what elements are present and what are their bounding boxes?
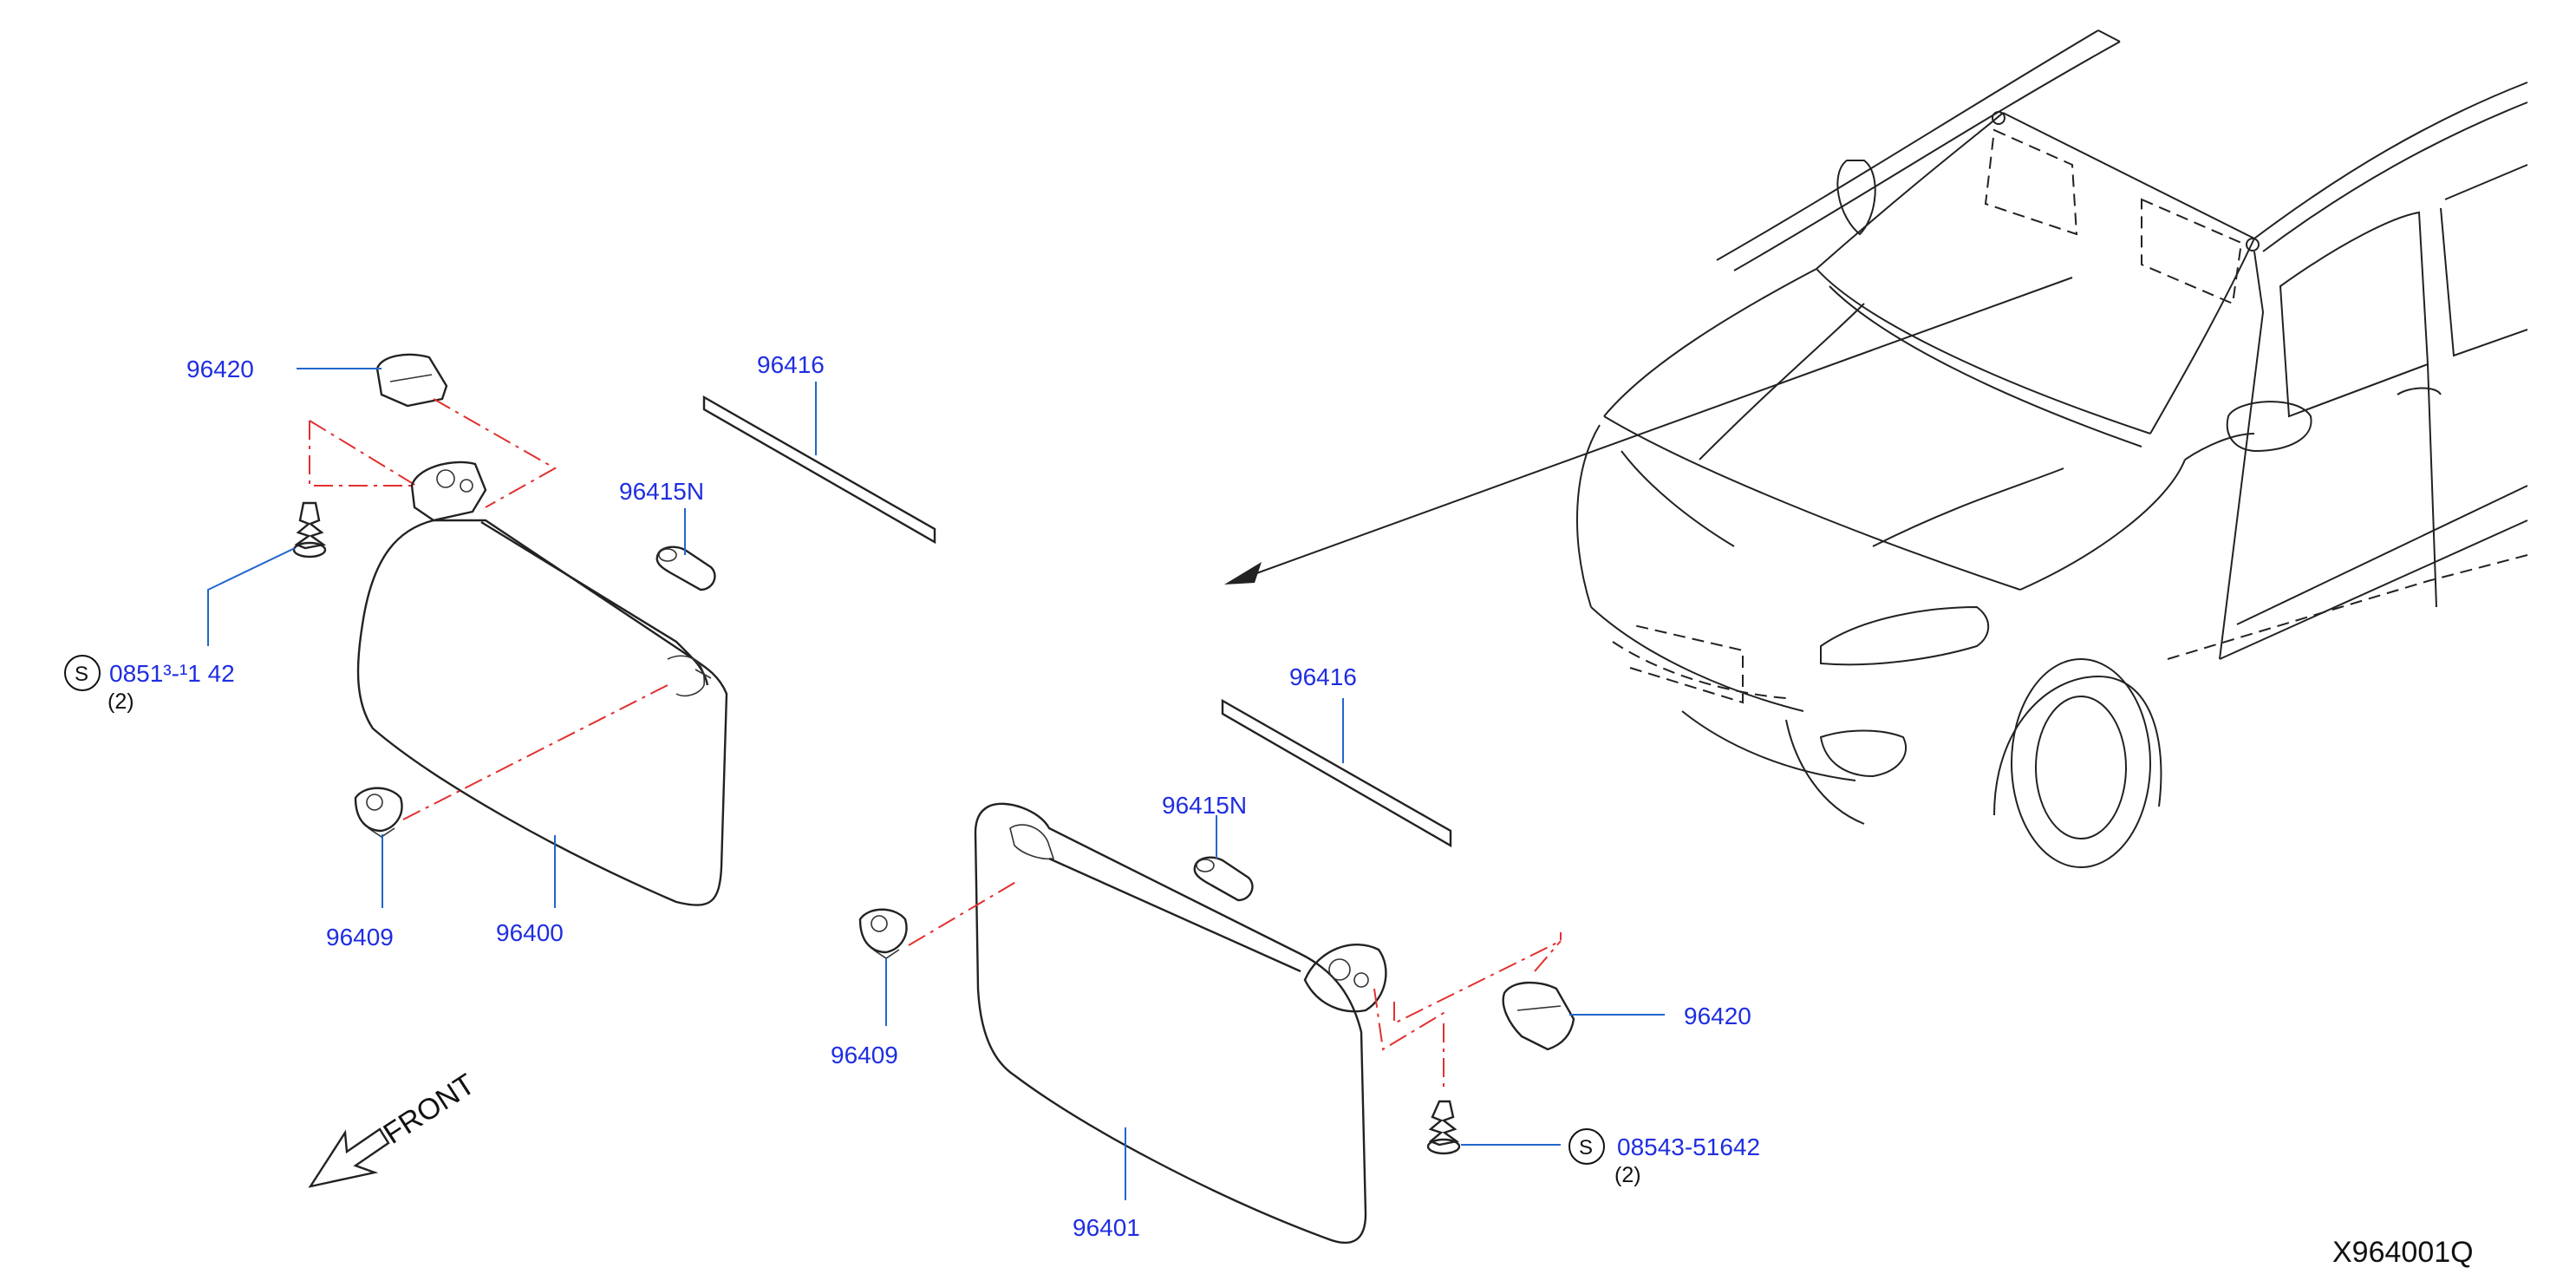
screw-left	[292, 501, 327, 559]
qty-screw-right: (2)	[1614, 1163, 1641, 1187]
label-96415n-right: 96415N	[1162, 792, 1247, 819]
strip-96416-right	[1221, 698, 1452, 848]
label-96409-right: 96409	[831, 1042, 898, 1068]
label-96415n-left: 96415N	[619, 478, 704, 505]
cover-96420-right	[1502, 981, 1575, 1051]
bracket-right	[1303, 944, 1387, 1013]
left-visor-assembly	[292, 353, 936, 906]
label-96409-left: 96409	[326, 924, 394, 951]
label-96416-left: 96416	[757, 351, 825, 378]
part-labels: 96420 96416 96415N S 0851³-¹1 42 (2) 964…	[64, 351, 1760, 1241]
qty-screw-left: (2)	[108, 689, 134, 714]
standard-part-symbol-right	[1568, 1128, 1605, 1165]
sun-visor-96400	[356, 519, 728, 906]
clip-96409-right	[858, 908, 908, 959]
front-direction-indicator: FRONT	[308, 1068, 481, 1188]
sun-visor-96401	[974, 802, 1367, 1244]
pin-96415n-left	[655, 546, 716, 591]
standard-part-symbol-left	[64, 655, 101, 691]
label-96416-right: 96416	[1289, 663, 1357, 690]
vehicle-illustration	[1224, 29, 2528, 868]
cover-96420-left	[375, 353, 448, 408]
label-96401: 96401	[1073, 1214, 1140, 1241]
strip-96416-left	[702, 395, 936, 545]
label-screw-right: 08543-51642	[1617, 1133, 1760, 1160]
label-screw-left: 0851³-¹1 42	[109, 660, 235, 687]
screw-right	[1426, 1100, 1461, 1155]
right-visor-assembly	[858, 698, 1575, 1244]
diagram-reference-code: X964001Q	[2332, 1236, 2474, 1269]
leader-lines	[207, 368, 1665, 1200]
front-label: FRONT	[378, 1068, 481, 1151]
front-arrow-icon	[308, 1127, 390, 1188]
pin-96415n-right	[1193, 856, 1254, 902]
bracket-left	[410, 461, 487, 522]
label-96400: 96400	[496, 919, 564, 946]
label-96420-right: 96420	[1684, 1003, 1751, 1029]
standard-part-letter-right: S	[1579, 1136, 1593, 1160]
clip-96409-left	[354, 787, 403, 838]
standard-part-letter-left: S	[75, 663, 88, 686]
label-96420-left: 96420	[186, 356, 254, 382]
